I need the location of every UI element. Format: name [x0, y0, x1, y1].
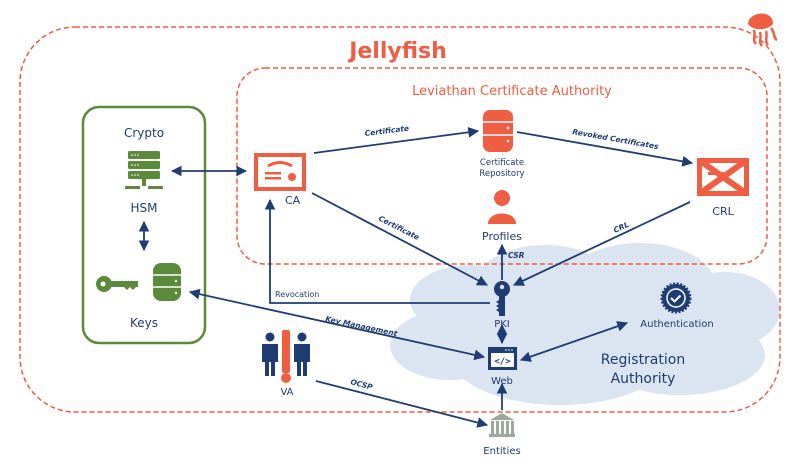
- svg-text:</>: </>: [494, 357, 511, 367]
- authentication-node[interactable]: Authentication: [640, 282, 714, 330]
- registration-authority-line2: Authority: [611, 371, 676, 387]
- database-icon: [153, 263, 181, 301]
- ca-node[interactable]: CA: [254, 153, 306, 207]
- repository-label-line2: Repository: [479, 169, 524, 179]
- revoked-certificate-icon: [697, 157, 749, 197]
- edge-web-keys: [188, 288, 486, 361]
- edge-label-crl-pki: CRL: [612, 220, 631, 235]
- registration-authority-cloud: [390, 243, 780, 405]
- edges: [138, 126, 694, 428]
- crl-label: CRL: [712, 205, 734, 218]
- web-label: Web: [491, 376, 513, 387]
- jellyfish-boundary: [19, 26, 781, 413]
- crl-node[interactable]: CRL: [697, 157, 749, 218]
- va-node[interactable]: VA: [262, 330, 310, 398]
- jellyfish-icon: [748, 13, 778, 47]
- hsm-node[interactable]: HSM: [125, 151, 163, 215]
- edge-web-auth: [519, 321, 629, 362]
- hsm-label: HSM: [131, 201, 158, 215]
- pki-label: PKI: [494, 319, 510, 330]
- ca-label: CA: [285, 194, 301, 207]
- outer-title: Jellyfish: [347, 39, 447, 64]
- edge-repo-crl: [516, 131, 694, 167]
- entities-node[interactable]: Entities: [483, 413, 521, 457]
- certificate-icon: [254, 153, 306, 191]
- inner-title: Leviathan Certificate Authority: [412, 84, 612, 99]
- edge-label-ca-repo: Certificate: [364, 124, 409, 138]
- user-icon: [488, 190, 516, 224]
- entities-label: Entities: [483, 446, 520, 457]
- profiles-label: Profiles: [482, 230, 522, 243]
- crypto-group-title: Crypto: [124, 126, 164, 140]
- crypto-group-box: [81, 105, 207, 345]
- edge-crl-pki: [513, 201, 691, 286]
- pki-node[interactable]: PKI: [494, 281, 510, 330]
- registration-authority-line1: Registration: [601, 352, 685, 368]
- edge-label-pki-profiles: CSR: [508, 251, 525, 260]
- edge-label-key-management: Key Management: [325, 314, 399, 338]
- edge-label-repo-crl: Revoked Certificates: [572, 127, 660, 151]
- keys-label: Keys: [130, 316, 158, 330]
- repository-label-line1: Certificate: [480, 158, 524, 168]
- edge-va-entities: [315, 380, 489, 428]
- edge-ca-repo: [313, 126, 480, 154]
- bank-building-icon: [489, 413, 515, 437]
- authentication-label: Authentication: [640, 319, 713, 330]
- code-window-icon: </>: [488, 347, 517, 370]
- keys-node[interactable]: Keys: [96, 263, 181, 330]
- database-icon: [483, 110, 513, 152]
- people-alert-icon: [262, 330, 310, 383]
- edge-label-revocation: Revocation: [275, 290, 319, 299]
- certificate-repository-node[interactable]: Certificate Repository: [479, 110, 525, 179]
- edge-ca-pki: [311, 192, 488, 286]
- profiles-node[interactable]: Profiles: [482, 190, 522, 243]
- verified-badge-icon: [660, 282, 692, 314]
- web-node[interactable]: </> Web: [488, 347, 517, 387]
- va-label: VA: [280, 387, 293, 398]
- server-rack-icon: [125, 151, 163, 189]
